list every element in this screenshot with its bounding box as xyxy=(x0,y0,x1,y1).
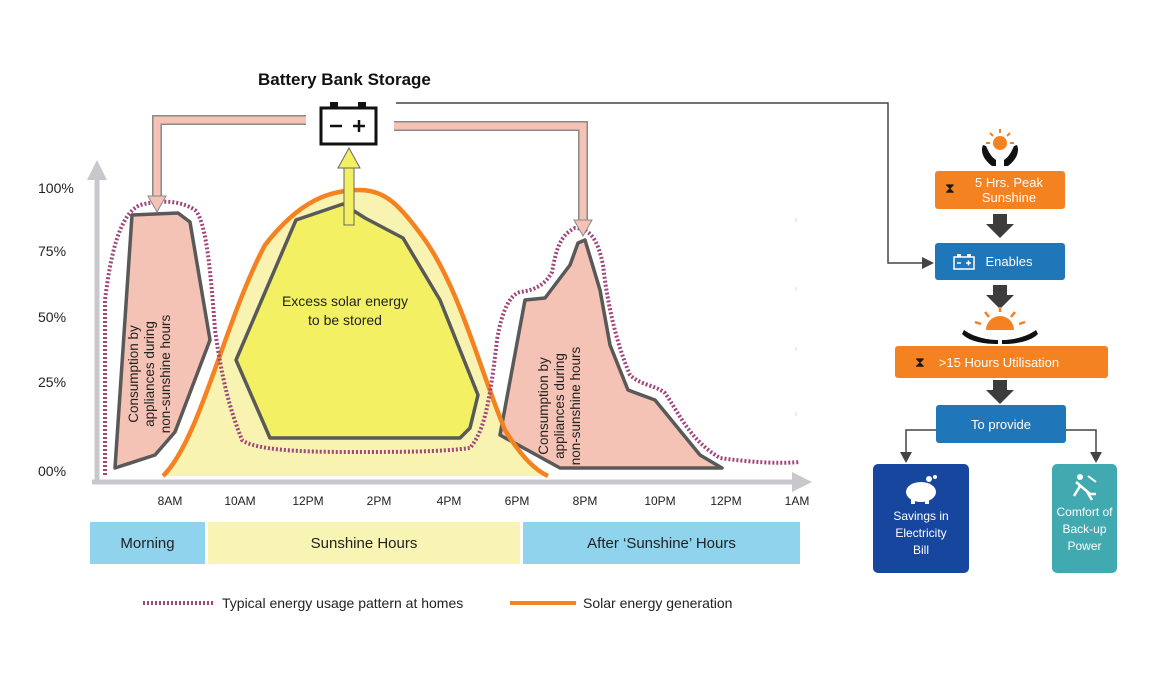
consumption-left-area xyxy=(113,211,212,470)
battery-icon xyxy=(319,102,378,146)
chart-axes xyxy=(87,160,812,492)
savings-card: Savings in Electricity Bill xyxy=(873,464,969,573)
enables-box: Enables xyxy=(935,243,1065,280)
band-morning: Morning xyxy=(90,522,205,564)
to-provide-box: To provide xyxy=(936,405,1066,443)
excess-solar-area xyxy=(234,202,480,440)
sun-hands-icon xyxy=(982,129,1018,166)
x-tick-2pm: 2PM xyxy=(366,494,392,508)
battery-small-icon xyxy=(953,254,975,270)
sunrise-hands-icon xyxy=(962,307,1038,344)
hourglass-icon: ⧗ xyxy=(945,180,955,196)
utilisation-box: ⧗ >15 Hours Utilisation xyxy=(895,346,1108,378)
legend-usage-swatch xyxy=(143,601,213,605)
consumption-right-area xyxy=(498,238,724,470)
x-tick-10am: 10AM xyxy=(224,494,256,508)
legend-solar-label: Solar energy generation xyxy=(583,595,733,611)
y-tick-100: 100% xyxy=(38,180,74,196)
x-tick-12pm: 12PM xyxy=(292,494,324,508)
x-tick-8pm: 8PM xyxy=(572,494,598,508)
piggy-bank-icon xyxy=(906,475,937,504)
hourglass-icon: ⧗ xyxy=(915,353,925,370)
x-tick-1am: 1AM xyxy=(784,494,810,508)
x-tick-12pm-night: 12PM xyxy=(710,494,742,508)
usage-pattern-line xyxy=(103,199,801,475)
legend-solar-swatch xyxy=(510,601,576,605)
battery-left-arrow xyxy=(147,115,306,214)
consumption-left-label: Consumption by appliances during non-sun… xyxy=(126,314,173,434)
x-tick-4pm: 4PM xyxy=(436,494,462,508)
x-tick-8am: 8AM xyxy=(157,494,183,508)
band-after-sunshine: After ‘Sunshine’ Hours xyxy=(523,522,800,564)
y-tick-25: 25% xyxy=(38,374,67,390)
legend-usage-label: Typical energy usage pattern at homes xyxy=(222,595,464,611)
lounge-chair-icon xyxy=(1072,474,1097,501)
consumption-right-label: Consumption by appliances during non-sun… xyxy=(536,346,583,466)
y-tick-75: 75% xyxy=(38,243,67,259)
flow-connector-line xyxy=(396,102,934,269)
flow-down-arrows xyxy=(986,214,1014,404)
comfort-card: Comfort of Back-up Power xyxy=(1052,464,1117,573)
y-tick-50: 50% xyxy=(38,309,67,325)
battery-bank-title: Battery Bank Storage xyxy=(258,70,431,89)
solar-generation-line xyxy=(161,187,550,479)
band-sunshine: Sunshine Hours xyxy=(208,522,520,564)
provide-split-arrows xyxy=(900,429,1102,463)
battery-right-arrow xyxy=(394,121,593,238)
y-tick-0: 00% xyxy=(38,463,67,479)
storage-up-arrow xyxy=(337,146,361,226)
excess-solar-label: Excess solar energy to be stored xyxy=(281,293,409,328)
x-tick-10pm: 10PM xyxy=(644,494,676,508)
peak-sunshine-box: ⧗ 5 Hrs. Peak Sunshine xyxy=(935,171,1065,209)
x-tick-6pm: 6PM xyxy=(504,494,530,508)
